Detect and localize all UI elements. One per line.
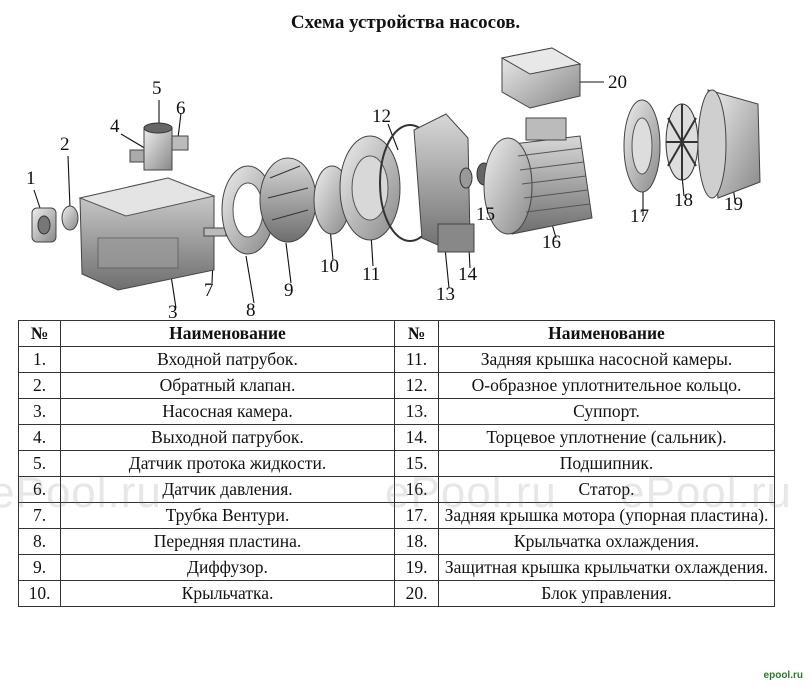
part-label-2: 2 xyxy=(60,134,70,155)
inlet-nozzle xyxy=(31,207,57,243)
part-label-4: 4 xyxy=(110,116,120,137)
part-name: О-образное уплотнительное кольцо. xyxy=(438,372,775,399)
site-badge: epool.ru xyxy=(763,670,803,681)
table-row: 6. Датчик давления. 16. Статор. xyxy=(18,476,775,503)
part-name: Передняя пластина. xyxy=(60,528,395,555)
part-number: 3. xyxy=(18,398,61,425)
part-name: Датчик давления. xyxy=(60,476,395,503)
part-name: Входной патрубок. xyxy=(60,346,395,373)
header-number-right: № xyxy=(394,320,439,347)
table-row: 10. Крыльчатка. 20. Блок управления. xyxy=(18,580,775,607)
part-label-6: 6 xyxy=(176,98,186,119)
part-name: Суппорт. xyxy=(438,398,775,425)
part-number: 11. xyxy=(394,346,439,373)
part-label-19: 19 xyxy=(724,194,743,215)
part-label-5: 5 xyxy=(152,78,162,99)
part-number: 2. xyxy=(18,372,61,399)
table-row: 9. Диффузор. 19. Защитная крышка крыльча… xyxy=(18,554,775,581)
table-header-row: № Наименование № Наименование xyxy=(18,320,775,347)
venturi-tube xyxy=(203,227,227,237)
part-number: 6. xyxy=(18,476,61,503)
part-label-10: 10 xyxy=(320,256,339,277)
outlet-and-sensors xyxy=(129,122,189,171)
table-row: 3. Насосная камера. 13. Суппорт. xyxy=(18,398,775,425)
table-row: 5. Датчик протока жидкости. 15. Подшипни… xyxy=(18,450,775,477)
watermark: ePool.ru xyxy=(0,468,162,517)
control-box xyxy=(500,47,582,109)
pump-rear-cover xyxy=(339,135,401,241)
part-name: Насосная камера. xyxy=(60,398,395,425)
part-name: Задняя крышка насосной камеры. xyxy=(438,346,775,373)
part-name: Диффузор. xyxy=(60,554,395,581)
part-number: 18. xyxy=(394,528,439,555)
part-number: 1. xyxy=(18,346,61,373)
support-bracket xyxy=(413,113,475,253)
part-number: 20. xyxy=(394,580,439,607)
part-name: Задняя крышка мотора (упорная пластина). xyxy=(438,502,775,529)
stator-motor xyxy=(483,117,593,235)
fan-cover xyxy=(697,89,761,199)
part-name: Крыльчатка. xyxy=(60,580,395,607)
part-label-20: 20 xyxy=(608,72,627,93)
part-name: Крыльчатка охлаждения. xyxy=(438,528,775,555)
table-row: 4. Выходной патрубок. 14. Торцевое уплот… xyxy=(18,424,775,451)
part-name: Подшипник. xyxy=(438,450,775,477)
part-number: 8. xyxy=(18,528,61,555)
pump-chamber xyxy=(78,177,216,291)
diffuser xyxy=(259,157,317,243)
part-number: 12. xyxy=(394,372,439,399)
table-row: 8. Передняя пластина. 18. Крыльчатка охл… xyxy=(18,528,775,555)
part-name: Защитная крышка крыльчатки охлаждения. xyxy=(438,554,775,581)
part-label-7: 7 xyxy=(204,280,214,301)
header-name-left: Наименование xyxy=(60,320,395,347)
part-label-15: 15 xyxy=(476,204,495,225)
part-label-11: 11 xyxy=(362,264,380,285)
motor-rear-cover xyxy=(623,99,661,193)
part-label-17: 17 xyxy=(630,206,649,227)
diagram-title: Схема устройства насосов. xyxy=(290,12,521,33)
header-number-left: № xyxy=(18,320,61,347)
table-row: 1. Входной патрубок. 11. Задняя крышка н… xyxy=(18,346,775,373)
part-name: Трубка Вентури. xyxy=(60,502,395,529)
part-label-9: 9 xyxy=(284,280,294,301)
part-label-1: 1 xyxy=(26,168,36,189)
part-label-14: 14 xyxy=(458,264,478,285)
part-label-18: 18 xyxy=(674,190,693,211)
parts-table: № Наименование № Наименование 1. Входной… xyxy=(18,320,775,607)
part-name: Торцевое уплотнение (сальник). xyxy=(438,424,775,451)
table-row: 7. Трубка Вентури. 17. Задняя крышка мот… xyxy=(18,502,775,529)
part-label-13: 13 xyxy=(436,284,455,305)
part-number: 4. xyxy=(18,424,61,451)
part-number: 15. xyxy=(394,450,439,477)
table-row: 2. Обратный клапан. 12. О-образное уплот… xyxy=(18,372,775,399)
part-label-12: 12 xyxy=(372,106,391,127)
watermark: ePool.ru xyxy=(385,468,557,517)
part-name: Обратный клапан. xyxy=(60,372,395,399)
part-name: Выходной патрубок. xyxy=(60,424,395,451)
part-label-16: 16 xyxy=(542,232,561,253)
header-name-right: Наименование xyxy=(438,320,775,347)
check-valve xyxy=(61,205,79,231)
watermark: ePool.ru xyxy=(620,468,792,517)
part-number: 19. xyxy=(394,554,439,581)
part-number: 9. xyxy=(18,554,61,581)
part-number: 14. xyxy=(394,424,439,451)
part-label-3: 3 xyxy=(168,302,178,320)
pump-exploded-diagram: 1 2 3 4 5 6 7 8 9 10 11 12 13 14 15 16 1… xyxy=(26,47,761,320)
part-number-labels: 1 2 3 4 5 6 7 8 9 10 11 12 13 14 15 16 1… xyxy=(26,72,743,320)
cooling-fan xyxy=(665,103,699,181)
part-number: 13. xyxy=(394,398,439,425)
part-name: Блок управления. xyxy=(438,580,775,607)
part-number: 10. xyxy=(18,580,61,607)
part-label-8: 8 xyxy=(246,300,256,320)
